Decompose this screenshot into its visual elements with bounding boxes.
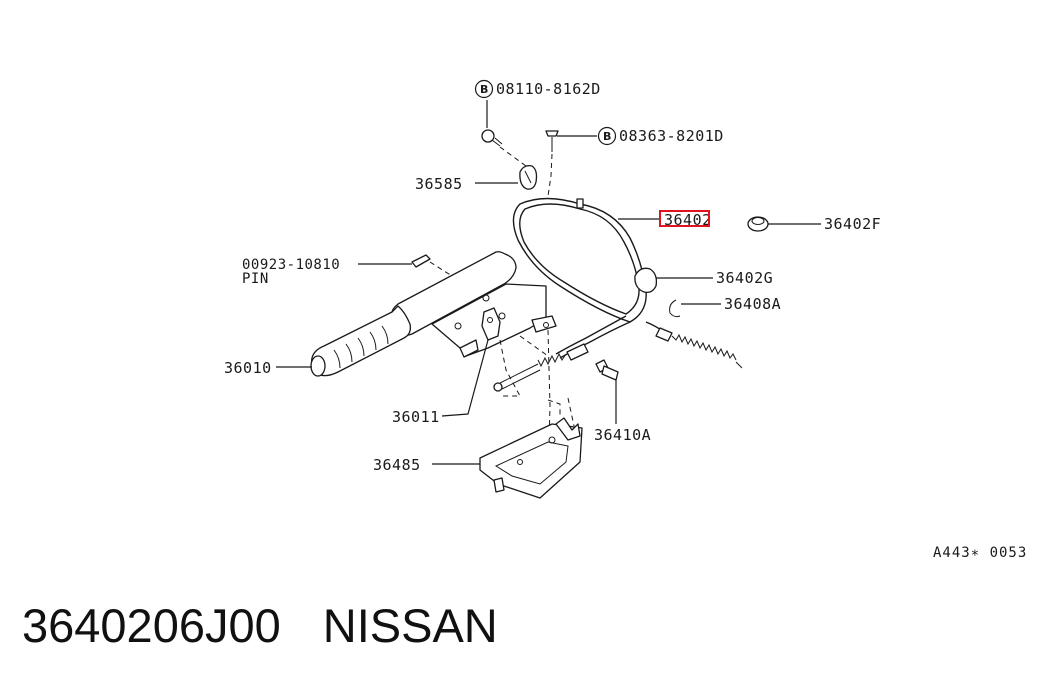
base-plate-hole-2 [454,322,462,330]
highlight-box-36402 [659,210,710,227]
bolt-08363-8201D-callout: B 08363-8201D [557,126,724,146]
label-00923-10810[interactable]: 00923-10810 [242,257,340,273]
mounting-guide-dashes [499,329,575,479]
lock-plate-body [634,267,658,294]
bolt-thread [491,137,503,147]
front-rod-end [493,382,503,392]
front-rod-line-2 [501,369,541,390]
pin-body [411,254,431,268]
cable-clamp [576,198,584,209]
leader-36011 [441,339,489,417]
bolt-2-axis-dash [547,153,553,197]
lever-grip [310,305,412,377]
caption-brand: NISSAN [322,599,498,652]
rear-cable-tip [735,361,743,369]
bolt-08110-8162D-callout: B 08110-8162D [474,79,601,128]
front-cable-fitting [566,343,589,361]
base-plate-tab [459,339,479,358]
label-36402[interactable]: 36402 [664,211,712,229]
bracket-hole-2 [517,459,523,465]
grommet-top [751,217,765,225]
guide-dash-3 [547,329,551,479]
bolt-3-shaft [601,365,619,381]
base-plate-hole-1 [482,294,490,302]
label-pin[interactable]: PIN [242,271,269,287]
cable-front-run-2 [555,315,627,355]
guide-dash-4 [567,397,575,427]
bracket-hole-1 [548,436,556,444]
lever-end-button [310,355,326,377]
bolt-marker-letter-2: B [603,130,611,143]
label-08363-8201D[interactable]: 08363-8201D [619,127,724,145]
lock-plate-36402G: 36402G [634,267,773,294]
label-36485[interactable]: 36485 [373,456,421,474]
ratchet-link-pin [487,317,493,323]
front-cable-rod [493,343,589,392]
base-plate-hole-3 [498,312,506,320]
bolt-marker-letter: B [480,83,488,96]
front-rod-line-1 [499,363,539,384]
bracket-tab [555,417,581,441]
bolt-axis-dash [499,146,527,167]
guide-dash-2 [519,335,549,357]
ratchet-link [481,307,501,341]
label-08110-8162D[interactable]: 08110-8162D [496,80,601,98]
pin-axis-dash [429,261,453,277]
spring-clip [669,299,681,318]
bolt-marker-circle [474,79,494,99]
bolt-2-head [545,130,559,137]
bolt-36410A: 36410A [594,359,651,444]
label-36010[interactable]: 36010 [224,359,272,377]
clip-36585: 36585 [415,164,538,193]
grommet-36402F: 36402F [747,215,881,233]
guide-dash-5 [547,399,561,418]
rear-cable-spring [671,333,737,361]
bracket-inner [494,441,569,485]
lever-grip-ridges [333,325,389,369]
guide-dash-1 [499,339,521,397]
bolt-08110-8162D-part [481,129,527,167]
bracket-36485: 36485 [373,417,583,499]
part-caption: 3640206J00 NISSAN [22,598,498,653]
bolt-marker-circle-2 [597,126,617,146]
label-36402F[interactable]: 36402F [824,215,881,233]
label-36408A[interactable]: 36408A [724,295,781,313]
label-36011[interactable]: 36011 [392,408,440,426]
label-36402G[interactable]: 36402G [716,269,773,287]
label-36585[interactable]: 36585 [415,175,463,193]
rear-cable-end-fitting [655,327,673,342]
front-cable-spring [537,352,567,368]
lever-36010: 36010 [224,251,517,377]
pin-00923-10810: 00923-10810 PIN [242,254,453,287]
diagram-reference-code: A443∗ 0053 [933,545,1027,561]
bracket-foot [493,477,505,493]
base-plate-mount-hole [543,322,549,328]
caption-part-number: 3640206J00 [22,599,281,652]
lever-part-36011: 36011 [392,307,501,426]
cable-loop-outer [512,197,647,323]
spring-36408A: 36408A [655,295,781,369]
label-36410A[interactable]: 36410A [594,426,651,444]
bolt-head [481,129,495,143]
cable-loop-inner [519,203,640,315]
bolt-08363-8201D-part [545,130,559,197]
clip-slot [524,170,532,184]
